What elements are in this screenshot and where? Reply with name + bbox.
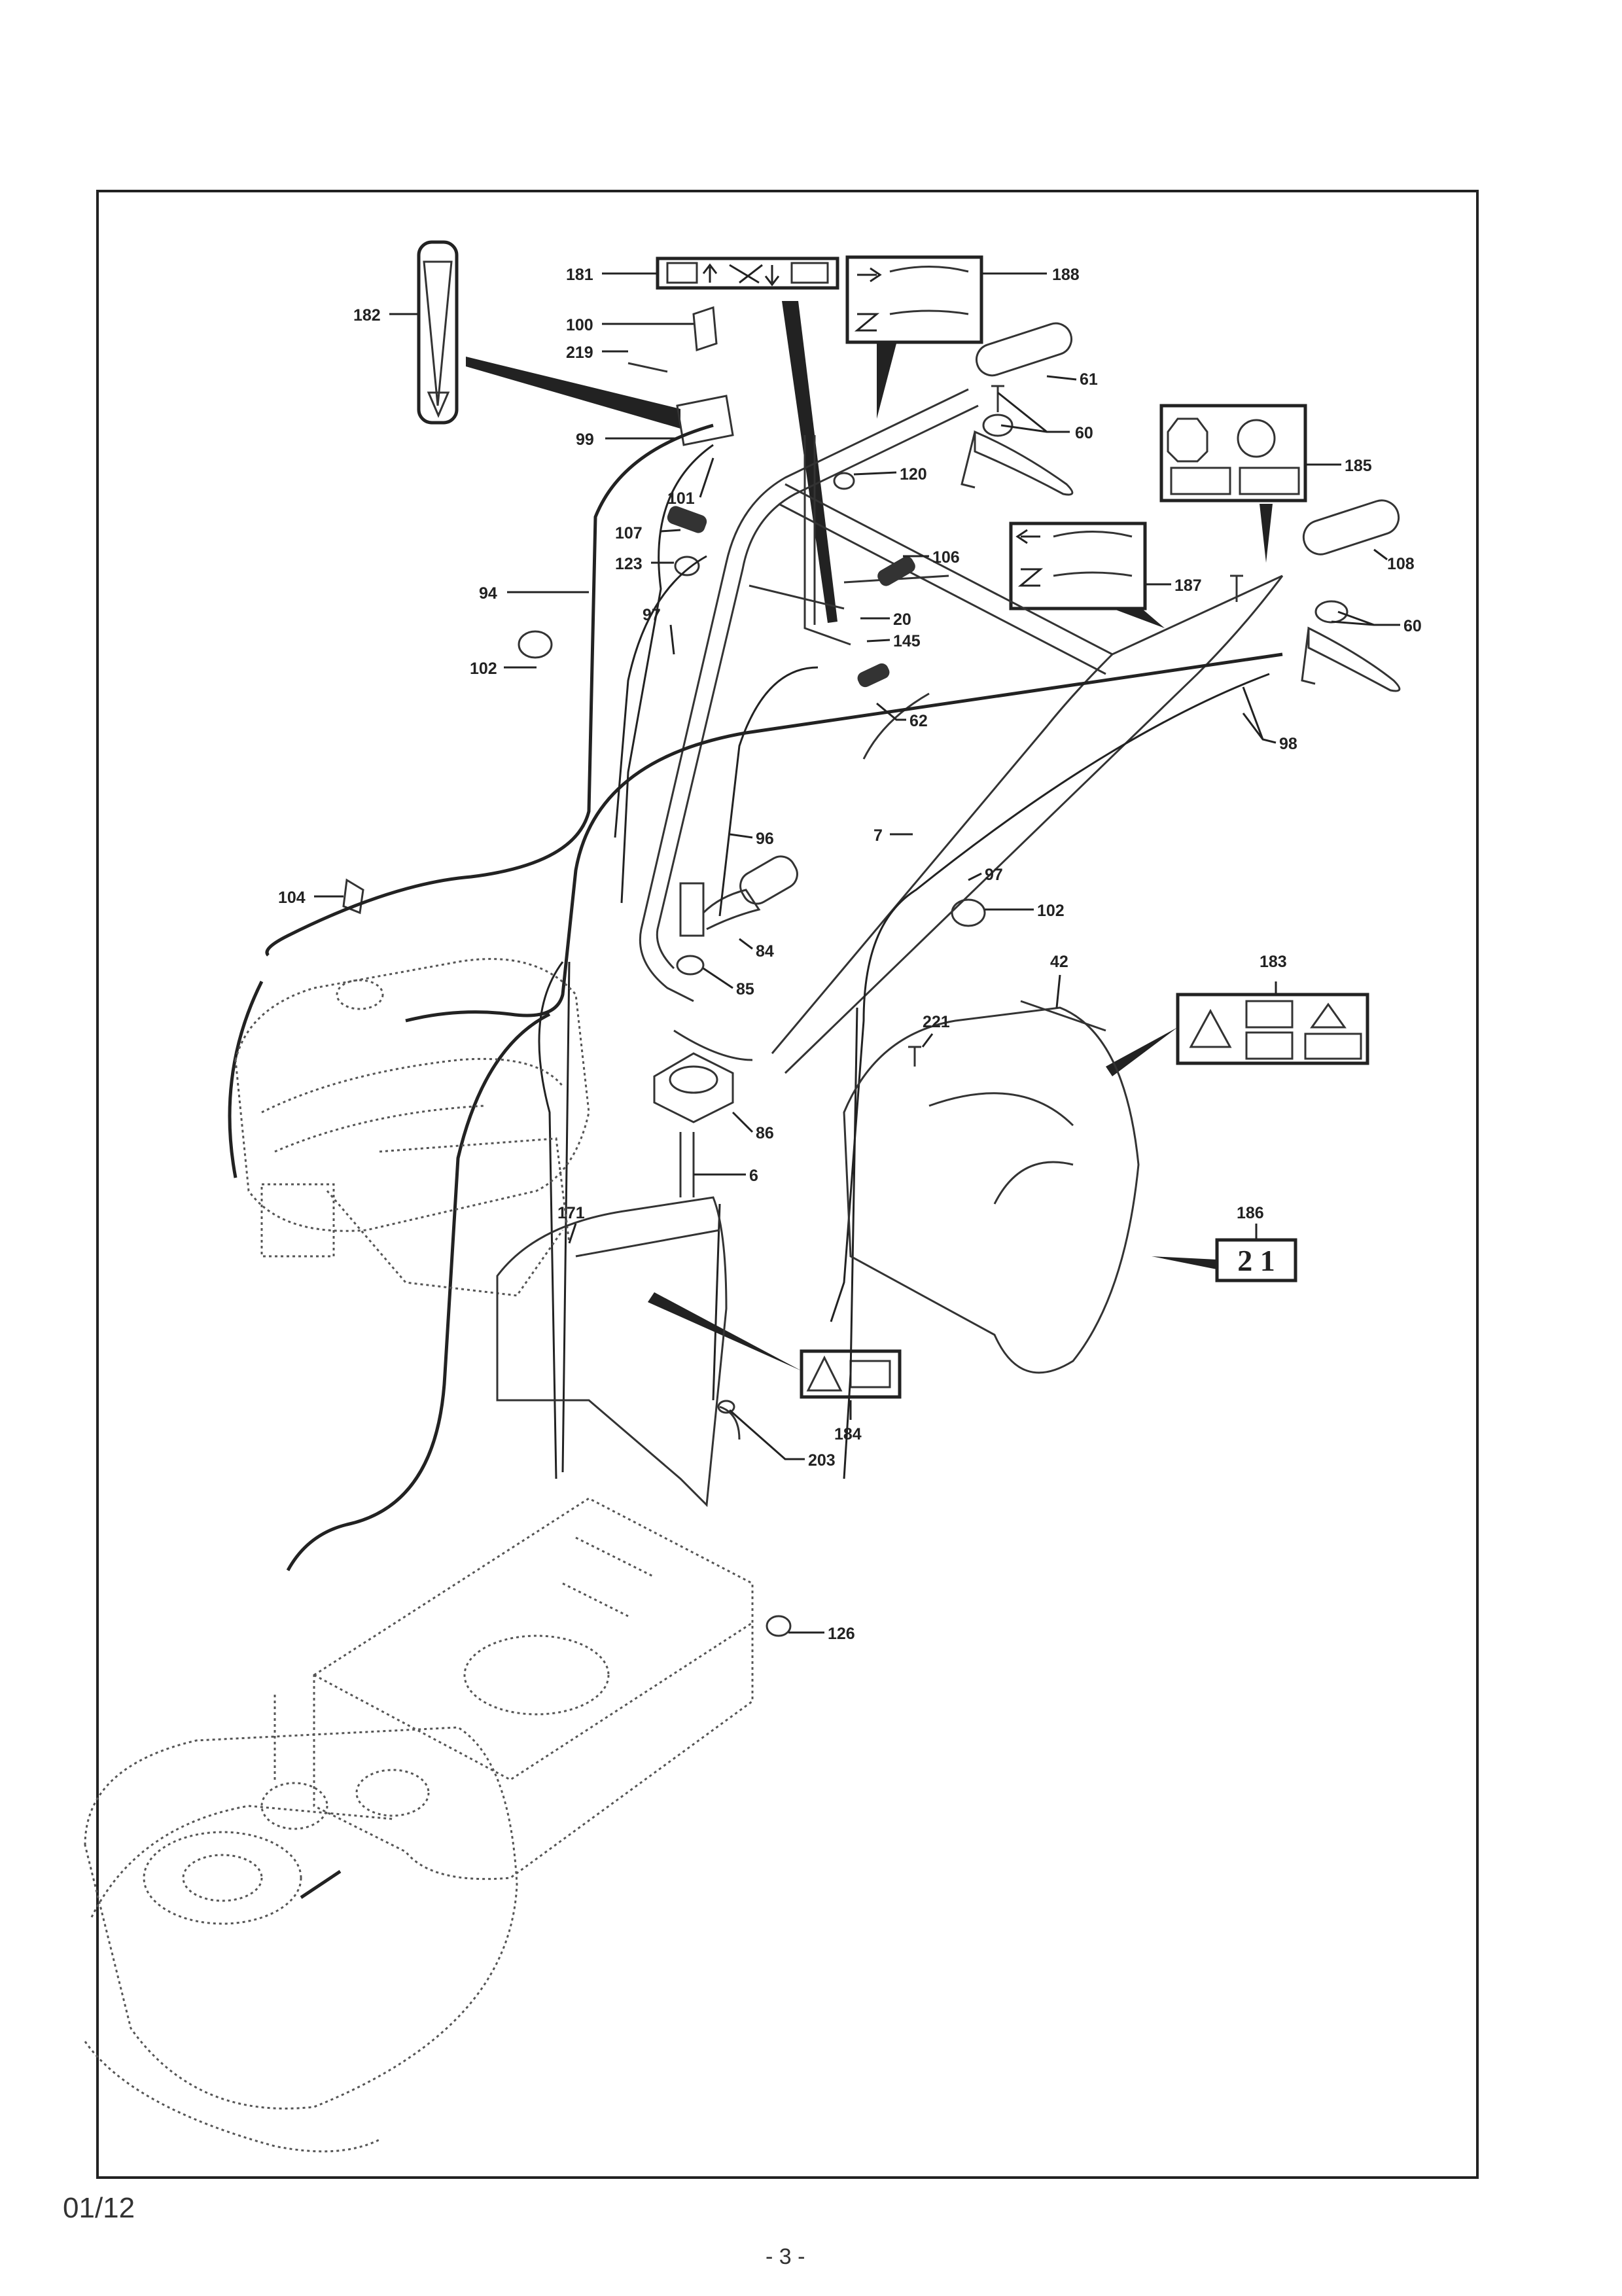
callout-184: 184: [834, 1425, 862, 1443]
callout-42: 42: [1050, 953, 1068, 971]
decal-188: [845, 255, 983, 419]
callout-96: 96: [756, 830, 774, 848]
callout-107: 107: [615, 524, 643, 542]
callout-106: 106: [932, 548, 960, 567]
callout-6: 6: [749, 1167, 758, 1185]
callout-102-left: 102: [470, 660, 497, 678]
callout-123: 123: [615, 555, 643, 573]
leader-lines: [314, 272, 1400, 1634]
decal-186: 2 1: [1152, 1238, 1297, 1282]
callout-84: 84: [756, 942, 774, 961]
page-number: - 3 -: [766, 2244, 805, 2269]
callout-187: 187: [1174, 576, 1202, 595]
callout-219: 219: [566, 344, 593, 362]
callout-60-right: 60: [1403, 617, 1422, 635]
diagram-frame: [96, 190, 1479, 2179]
decal-183: [1106, 993, 1369, 1076]
callout-221: 221: [923, 1013, 950, 1031]
callout-120: 120: [900, 465, 927, 484]
callout-94: 94: [479, 584, 497, 603]
handle-assembly: [342, 306, 1401, 1197]
callout-20: 20: [893, 610, 911, 629]
decal-187: [1009, 521, 1165, 628]
decal-181: [656, 256, 839, 623]
callout-99: 99: [576, 431, 594, 449]
callout-98: 98: [1279, 735, 1297, 753]
callout-171: 171: [557, 1204, 585, 1222]
callout-126: 126: [828, 1625, 855, 1643]
callout-61: 61: [1080, 370, 1098, 389]
callout-185: 185: [1345, 457, 1372, 475]
callout-85: 85: [736, 980, 754, 998]
engine: [234, 958, 590, 1297]
decal-185: [1159, 404, 1307, 563]
callout-181: 181: [566, 266, 593, 284]
callout-182: 182: [353, 306, 381, 325]
callout-labels: 181 188 182 100 219 61 60 99 101 120 185…: [278, 266, 1422, 1643]
chassis: [84, 1000, 1140, 2153]
callout-203: 203: [808, 1451, 836, 1470]
callout-60-top: 60: [1075, 424, 1093, 442]
callout-186: 186: [1237, 1204, 1264, 1222]
cables: [228, 423, 1283, 1572]
decal-182: [417, 240, 680, 429]
callout-7: 7: [873, 826, 883, 845]
callout-97-top: 97: [643, 606, 661, 624]
callout-97-mid: 97: [985, 866, 1003, 884]
callout-101: 101: [667, 489, 695, 508]
callout-100: 100: [566, 316, 593, 334]
callout-102-right: 102: [1037, 902, 1065, 920]
callout-188: 188: [1052, 266, 1080, 284]
callout-86: 86: [756, 1124, 774, 1142]
callout-183: 183: [1260, 953, 1287, 971]
callout-104: 104: [278, 889, 306, 907]
callout-108: 108: [1387, 555, 1415, 573]
callout-62: 62: [909, 712, 928, 730]
decal-186-text: 2 1: [1237, 1244, 1275, 1277]
decal-184: [648, 1292, 902, 1399]
footer-date: 01/12: [63, 2192, 135, 2224]
callout-145: 145: [893, 632, 921, 650]
